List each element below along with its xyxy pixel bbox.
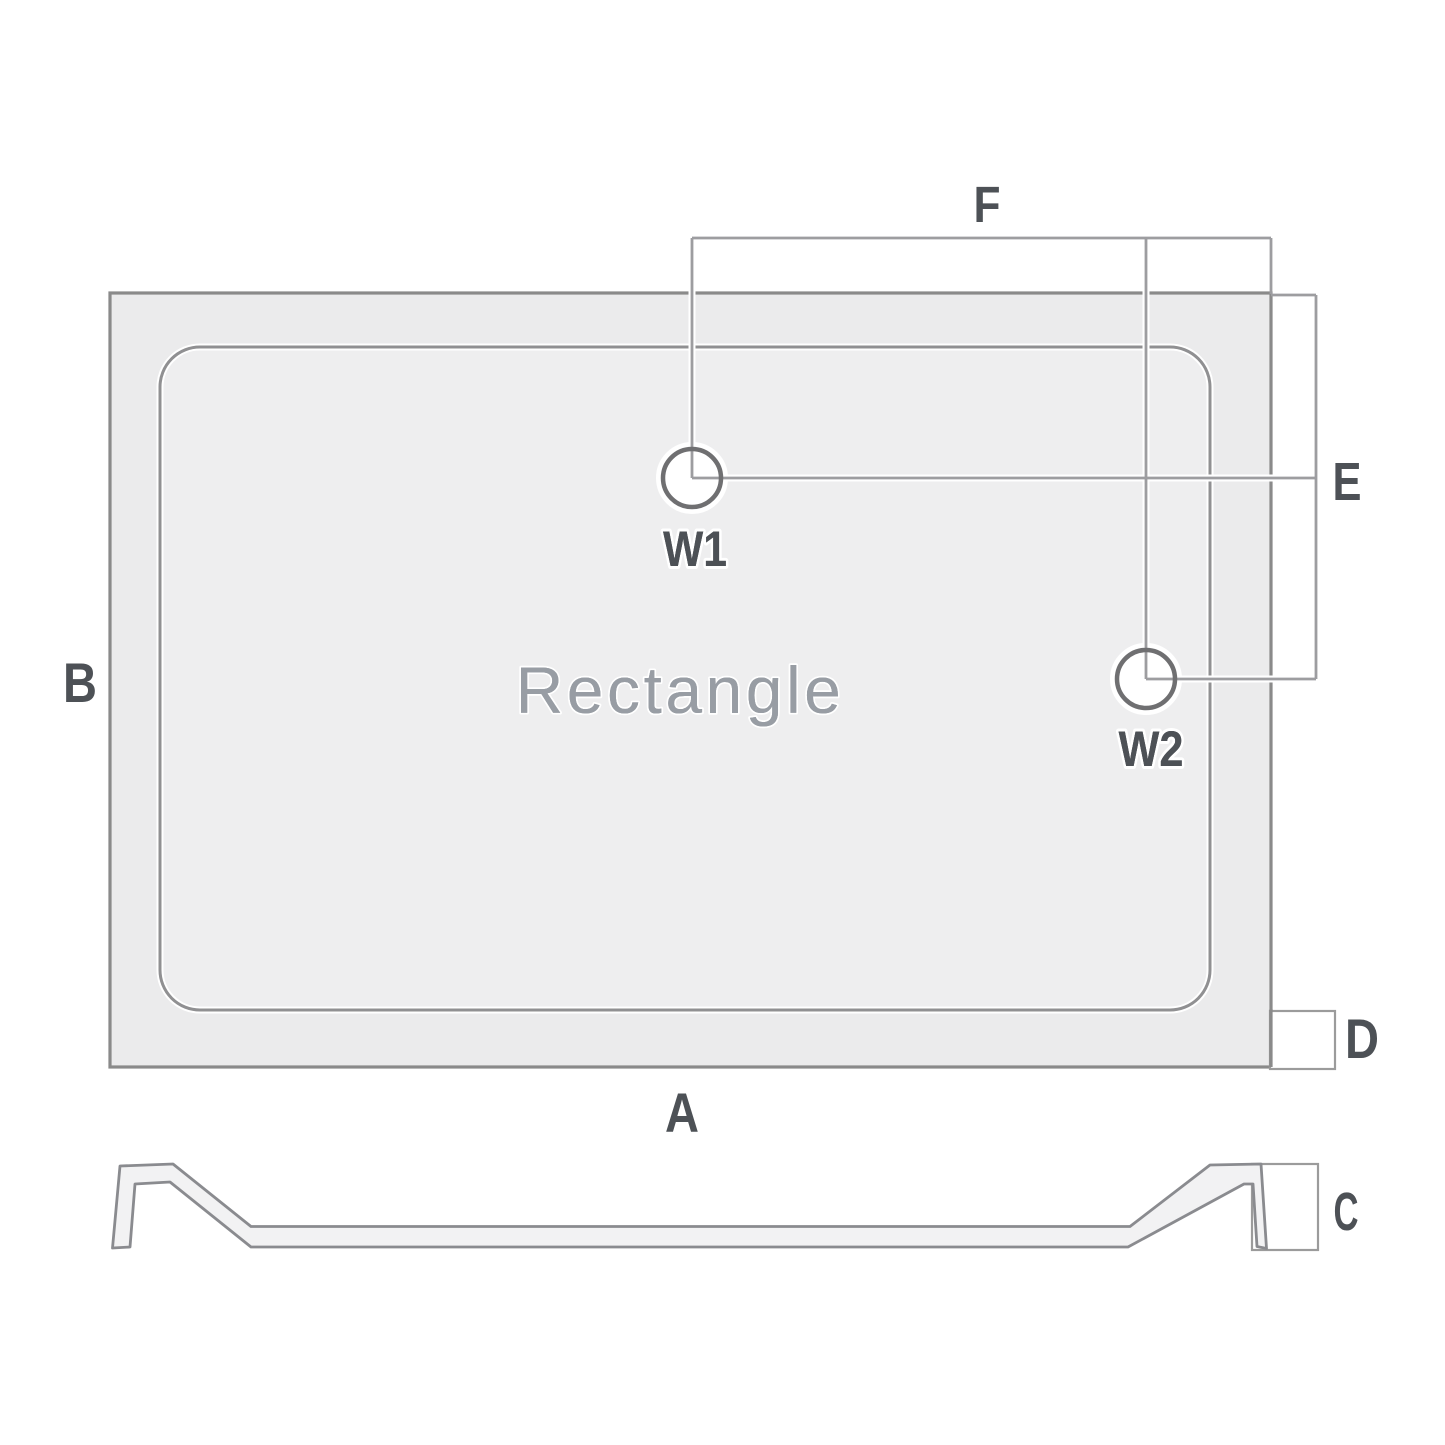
svg-text:D: D <box>1345 1007 1379 1070</box>
svg-text:A: A <box>665 1081 699 1144</box>
svg-text:Rectangle: Rectangle <box>516 653 845 727</box>
svg-text:F: F <box>974 176 1001 233</box>
svg-text:Rectangle: Rectangle <box>516 653 845 727</box>
svg-text:W2: W2 <box>1119 721 1184 777</box>
svg-text:E: E <box>1333 452 1362 512</box>
svg-text:W2: W2 <box>1119 721 1184 777</box>
svg-text:W1: W1 <box>663 521 727 577</box>
svg-text:B: B <box>63 651 97 714</box>
svg-text:W1: W1 <box>663 521 727 577</box>
svg-text:C: C <box>1334 1182 1359 1242</box>
